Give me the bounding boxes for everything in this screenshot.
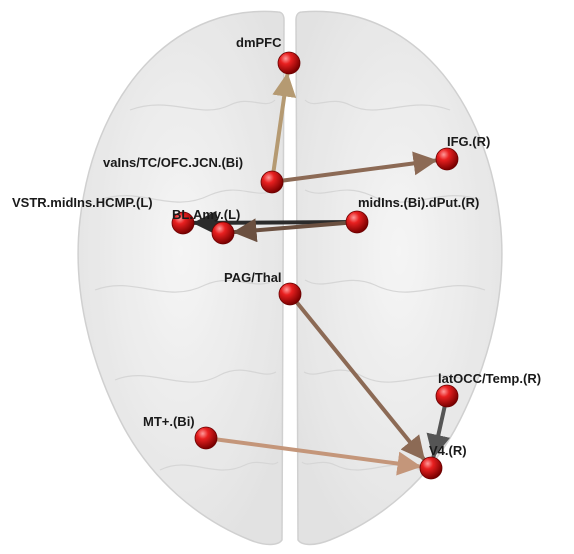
region-label-IFG_R: IFG.(R) [447,134,490,149]
region-node-latOCC [435,384,459,408]
region-label-midIns: midIns.(Bi).dPut.(R) [358,195,479,210]
region-label-MT: MT+.(Bi) [143,414,195,429]
region-label-vaIns: vaIns/TC/OFC.JCN.(Bi) [103,155,243,170]
region-node-V4 [419,456,443,480]
brain-outline [77,10,503,546]
region-node-PAG [278,282,302,306]
connection-vaIns-to-IFG_R [270,151,438,184]
connection-MT-to-V4 [204,436,422,476]
region-node-IFG_R [435,147,459,171]
region-label-V4: V4.(R) [429,443,467,458]
region-label-VSTR: VSTR.midIns.HCMP.(L) [12,195,153,210]
region-node-BLAmy [211,221,235,245]
regions [171,51,459,480]
region-node-midIns [345,210,369,234]
region-label-BLAmy: BL.Amy.(L) [172,207,240,222]
connection-vaIns-to-dmPFC [270,72,297,184]
connection-midIns-to-BLAmy [232,218,359,243]
region-labels: dmPFC IFG.(R) vaIns/TC/OFC.JCN.(Bi) VSTR.mi… [12,35,541,458]
region-node-VSTR [171,211,195,235]
region-node-MT [194,426,218,450]
region-label-dmPFC: dmPFC [236,35,282,50]
region-label-PAG: PAG/Thal [224,270,282,285]
connection-PAG-to-V4 [288,292,426,461]
region-label-latOCC: latOCC/Temp.(R) [438,371,541,386]
region-node-vaIns [260,170,284,194]
region-node-dmPFC [277,51,301,75]
